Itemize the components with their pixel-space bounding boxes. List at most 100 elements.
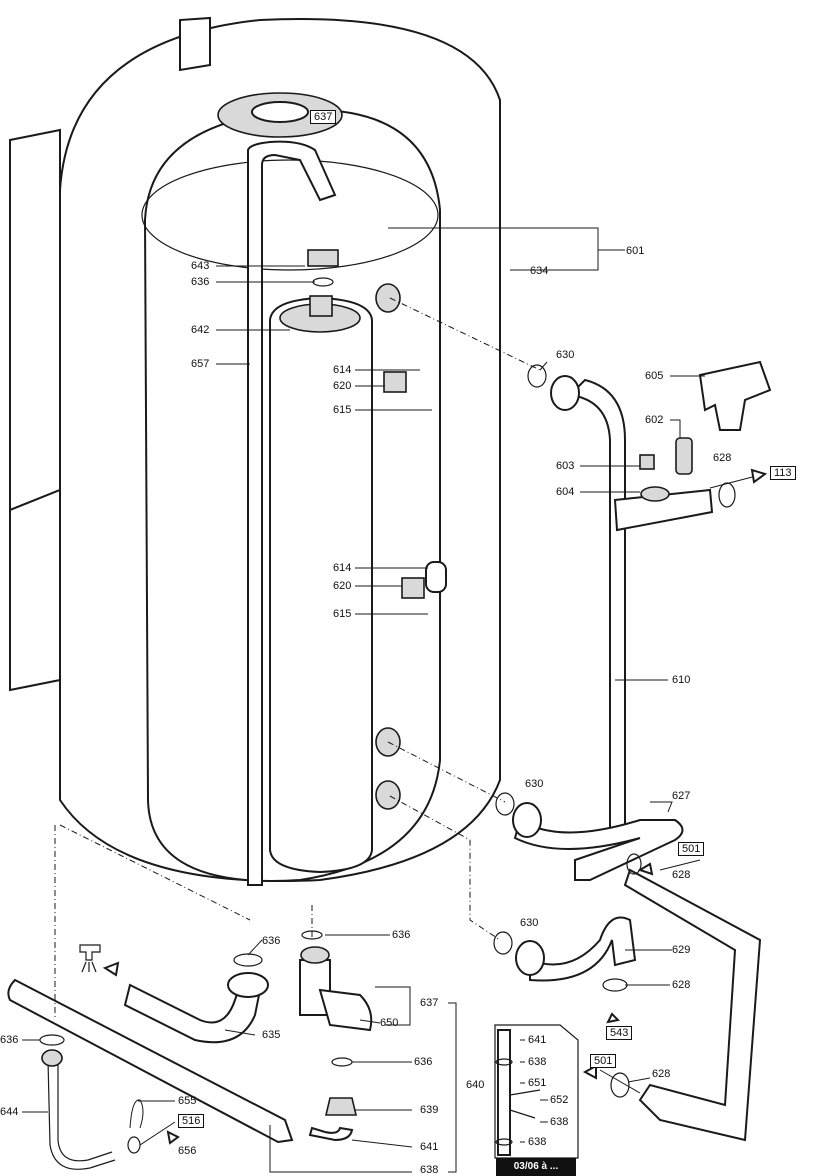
- callout-605: 605: [645, 370, 664, 382]
- nut-639: [324, 1097, 358, 1116]
- callout-603: 603: [556, 460, 575, 472]
- seal-628d: [610, 1072, 630, 1098]
- washer-636e: [39, 1034, 65, 1046]
- upper-port: [375, 283, 401, 313]
- arrow-to-543: [606, 1012, 621, 1024]
- elbow-641: [308, 1126, 354, 1142]
- callout-627: 627: [672, 790, 691, 802]
- callout-636-group: 636: [392, 929, 411, 941]
- callout-657: 657: [191, 358, 210, 370]
- callout-543: 543: [606, 1026, 633, 1040]
- pipe-657: [247, 140, 337, 886]
- callout-615-upper: 615: [333, 404, 352, 416]
- washer-636d: [331, 1057, 353, 1067]
- inset-branches: [509, 1089, 541, 1119]
- callout-629: 629: [672, 944, 691, 956]
- pipe-627: [513, 818, 684, 881]
- callout-636-hose: 636: [0, 1034, 19, 1046]
- valve-604: [613, 488, 714, 532]
- hose-nut: [41, 1049, 63, 1067]
- hose-644-inner: [57, 1060, 113, 1162]
- callout-628-upper: 628: [713, 452, 732, 464]
- callout-644: 644: [0, 1106, 19, 1118]
- group-nut: [300, 946, 330, 964]
- ring-656: [127, 1136, 141, 1154]
- callout-615-lower: 615: [333, 608, 352, 620]
- nut-627: [512, 802, 542, 838]
- top-mount-tab: [179, 16, 211, 72]
- center-lines: [54, 297, 541, 1020]
- callout-650: 650: [380, 1017, 399, 1029]
- seal-630c: [493, 931, 513, 955]
- callout-628-mid: 628: [672, 869, 691, 881]
- flange-opening: [251, 101, 309, 123]
- seal-630b: [495, 792, 515, 816]
- callout-643: 643: [191, 260, 210, 272]
- seal-630a: [527, 364, 547, 388]
- seal-628b: [626, 853, 642, 875]
- callout-641-elbow: 641: [420, 1141, 439, 1153]
- sensor-603: [639, 454, 655, 470]
- drain-nut: [227, 972, 269, 998]
- arrow-to-516: [166, 1130, 180, 1145]
- callout-634: 634: [530, 265, 549, 277]
- callout-501-lower: 501: [590, 1054, 617, 1068]
- anode-nut: [309, 295, 333, 317]
- callout-601: 601: [626, 245, 645, 257]
- arrow-to-113: [750, 468, 768, 484]
- pipe-629: [529, 916, 637, 982]
- callout-628-bottom: 628: [652, 1068, 671, 1080]
- leaders-right: [539, 361, 705, 813]
- callout-640: 640: [466, 1079, 485, 1091]
- callout-656: 656: [178, 1145, 197, 1157]
- clip-614: [425, 561, 447, 593]
- callout-604: 604: [556, 486, 575, 498]
- callout-636-lower: 636: [414, 1056, 433, 1068]
- bracket-637-640: [375, 986, 457, 1173]
- cap-602: [675, 437, 693, 475]
- pipe-638: [7, 978, 294, 1144]
- callout-638-inset-c: 638: [528, 1136, 547, 1148]
- leaders-inset: [520, 1039, 548, 1143]
- arrow-to-501a: [637, 862, 654, 876]
- callout-637-group: 637: [420, 997, 439, 1009]
- callout-641-inset: 641: [528, 1034, 547, 1046]
- callout-636-drain: 636: [262, 935, 281, 947]
- leaders-left: [216, 265, 432, 615]
- leaders-bottom: [22, 934, 413, 1173]
- callout-516: 516: [178, 1114, 205, 1128]
- inset-tube: [497, 1029, 511, 1156]
- clip-605: [698, 360, 772, 431]
- valve-604-cap: [640, 486, 670, 502]
- anode-642: [269, 296, 373, 874]
- callout-651: 651: [528, 1077, 547, 1089]
- callout-630-upper: 630: [556, 349, 575, 361]
- callout-637-top: 637: [310, 110, 337, 124]
- pipe-return: [623, 868, 762, 1142]
- callout-620-lower: 620: [333, 580, 352, 592]
- faucet-icon: [79, 944, 101, 973]
- left-bracket-bottom: [9, 488, 61, 692]
- callout-635: 635: [262, 1029, 281, 1041]
- callout-639: 639: [420, 1104, 439, 1116]
- pin-655: [129, 1099, 144, 1129]
- nut-upper-610: [550, 375, 580, 411]
- left-bracket-top: [9, 128, 61, 512]
- inset-ring-a: [495, 1058, 513, 1066]
- leader-601-634: [388, 227, 625, 271]
- lower-port: [375, 780, 401, 810]
- seal-628c: [602, 978, 628, 992]
- callout-614-upper: 614: [333, 364, 352, 376]
- washer-636b: [233, 953, 263, 967]
- valve-650: [318, 988, 373, 1032]
- callout-638-pipe: 638: [420, 1164, 439, 1176]
- callout-630-mid: 630: [525, 778, 544, 790]
- nut-629: [515, 940, 545, 976]
- sensor-620a: [383, 371, 407, 393]
- inset-frame: [494, 1024, 579, 1159]
- inset-ring-b: [495, 1138, 513, 1146]
- callout-642: 642: [191, 324, 210, 336]
- callout-636-top: 636: [191, 276, 210, 288]
